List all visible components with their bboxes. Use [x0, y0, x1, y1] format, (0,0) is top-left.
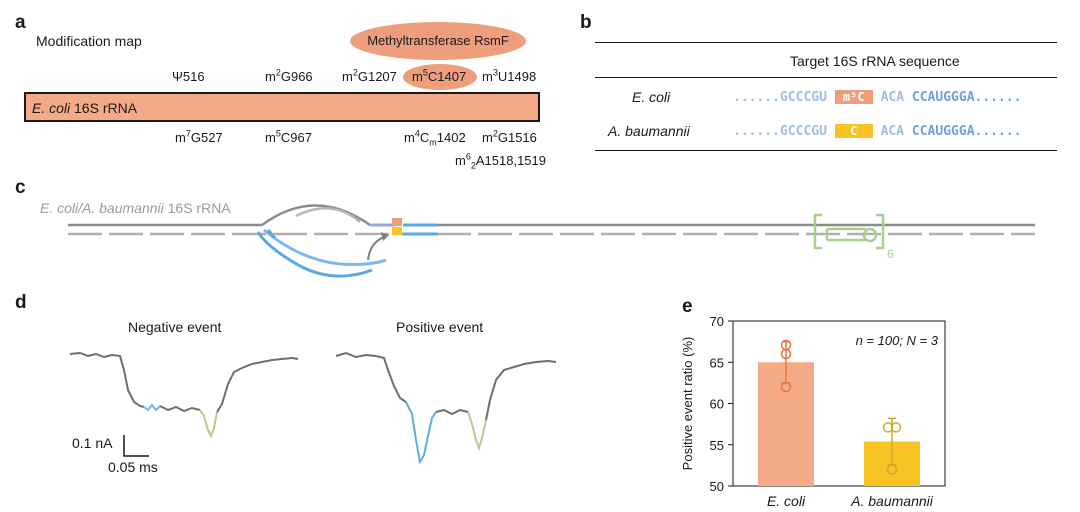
hairpin-stem-icon [825, 227, 866, 242]
panel-d-label: d [15, 292, 27, 313]
x-tick-label-0: E. coli [767, 493, 806, 509]
mod-below-0: m7G527 [175, 128, 223, 145]
m5c-site-marker [392, 218, 402, 226]
y-tick-label-4: 70 [710, 314, 724, 329]
mod-below-4: m62A1518,1519 [455, 151, 546, 171]
probe-tail [266, 229, 277, 239]
table-rule-top [595, 42, 1057, 43]
mod-above-2: m2G1207 [342, 67, 397, 84]
enzyme-ellipse: Methyltransferase RsmF [350, 22, 526, 60]
panel-b-label: b [580, 12, 592, 33]
y-tick-label-3: 65 [710, 355, 724, 370]
modification-map-title: Modification map [36, 33, 142, 49]
x-tick-label-1: A. baumannii [850, 493, 934, 509]
repeat-count: 6 [887, 247, 894, 261]
positive-event-title: Positive event [396, 319, 484, 335]
probe-loop-inner [263, 228, 387, 266]
mod-below-1: m5C967 [265, 128, 312, 145]
m5c-highlight-ellipse [403, 64, 477, 90]
sequence-abaumannii: ......GCCCGU C ACA CCAUGGGA...... [733, 124, 1022, 139]
mod-above-3: m5C1407 [412, 67, 467, 84]
strand-arc-outer [261, 204, 371, 227]
m5c-box: m⁵C [834, 90, 873, 104]
data-point-0-2 [780, 381, 792, 393]
table-rule-bottom [595, 150, 1057, 151]
sample-size-annotation: n = 100; N = 3 [856, 333, 939, 348]
nanopore-schematic: 6 [68, 204, 1035, 278]
data-point-1-1 [890, 422, 902, 433]
bracket-right [876, 213, 885, 250]
enzyme-label: Methyltransferase RsmF [367, 33, 509, 48]
positive-trace-pre [335, 351, 407, 403]
y-tick-label-0: 50 [710, 479, 724, 494]
y-axis-ticks: 50 55 60 65 70 [710, 314, 733, 494]
positive-trace-mid [435, 408, 469, 416]
c-site-marker [392, 227, 402, 235]
c-box: C [834, 124, 873, 138]
bracket-left [813, 213, 822, 250]
organism-ecoli: E. coli [632, 89, 671, 105]
negative-trace-pre [69, 351, 145, 408]
mod-above-0: Ψ516 [172, 69, 205, 84]
y-axis-label: Positive event ratio (%) [680, 337, 695, 471]
y-tick-label-2: 60 [710, 397, 724, 412]
mod-above-4: m3U1498 [482, 67, 537, 84]
arrowhead-icon [381, 232, 389, 241]
data-point-1-0 [882, 422, 894, 433]
negative-event-title: Negative event [128, 319, 222, 335]
strand-caption: E. coli/A. baumannii 16S rRNA [40, 200, 231, 216]
sequence-header: Target 16S rRNA sequence [790, 53, 960, 69]
panel-c-label: c [15, 177, 26, 198]
scale-y-label: 0.1 nA [72, 435, 113, 451]
table-rule-mid [595, 77, 1057, 78]
data-point-0-1 [780, 348, 792, 360]
positive-trace-blue [405, 401, 437, 465]
bar-chart: 50 55 60 65 70 E. coli A. baumannii Positive … [680, 314, 946, 509]
organism-abaumannii: A. baumannii [608, 123, 690, 139]
mod-below-3: m2G1516 [482, 128, 537, 145]
probe-loop-outer [256, 231, 373, 278]
scale-x-label: 0.05 ms [108, 459, 158, 475]
strand-arc-inner [295, 207, 361, 223]
negative-trace-green [199, 409, 218, 439]
negative-trace-blue [143, 403, 161, 412]
rrna-bar-label: E. coli 16S rRNA [32, 100, 138, 116]
rrna-bar: E. coli 16S rRNA [24, 92, 540, 122]
data-point-1-2 [886, 464, 898, 475]
hairpin-loop-icon [862, 227, 878, 243]
panel-a-label: a [15, 12, 26, 33]
mod-below-2: m4Cm1402 [404, 128, 466, 148]
bars-group: E. coli A. baumannii [758, 339, 934, 509]
positive-trace-post [485, 359, 557, 421]
y-tick-label-1: 55 [710, 438, 724, 453]
negative-trace-post [216, 356, 299, 413]
sequence-ecoli: ......GCCCGU m⁵C ACA CCAUGGGA...... [733, 90, 1022, 105]
event-traces [69, 351, 557, 465]
negative-trace-mid [159, 405, 201, 413]
scale-bar [123, 435, 149, 457]
mod-above-1: m2G966 [265, 67, 313, 84]
panel-e-label: e [682, 296, 693, 317]
positive-trace-green [467, 411, 487, 452]
